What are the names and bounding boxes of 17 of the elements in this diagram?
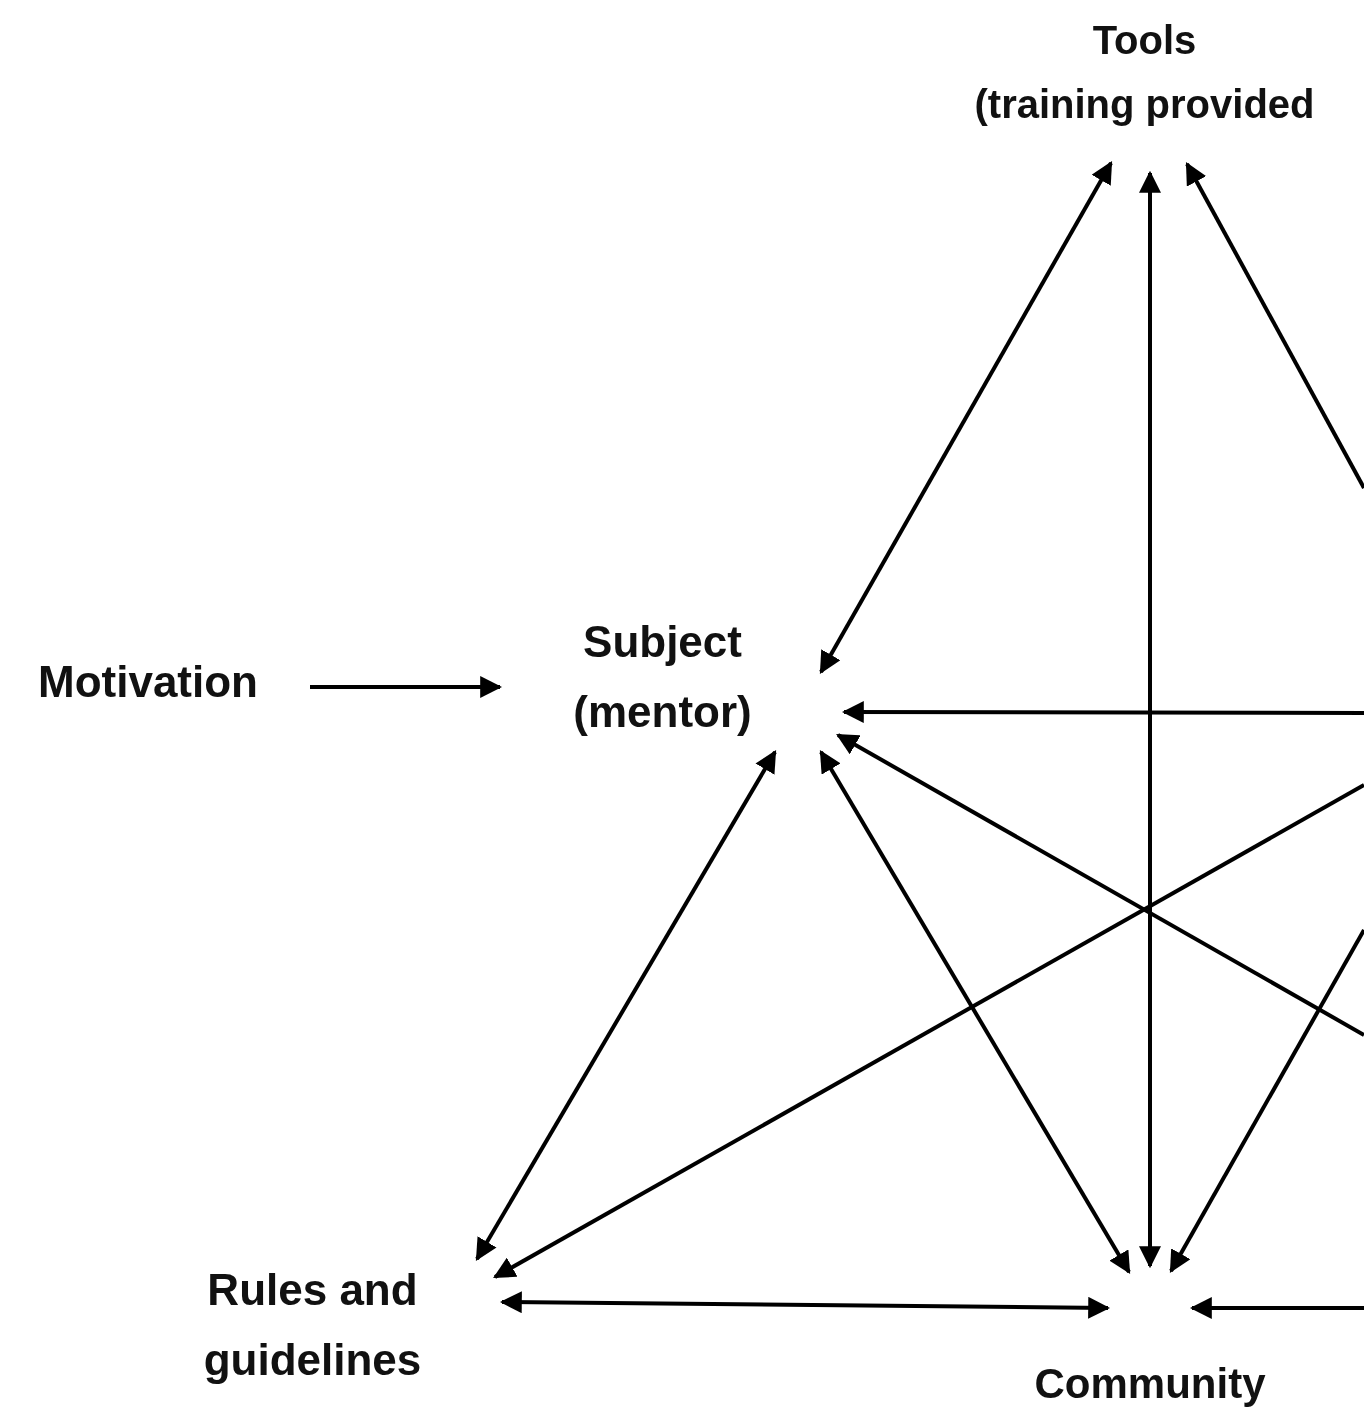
arrow — [819, 161, 1113, 674]
arrow — [1185, 162, 1364, 489]
node-label: Subject (mentor) — [545, 607, 780, 748]
arrow — [836, 733, 1364, 1037]
node-label: Rules and guidelines — [170, 1255, 455, 1396]
arrow — [841, 701, 1364, 724]
arrow — [1139, 170, 1161, 1269]
arrow — [475, 750, 777, 1261]
node-label: Motivation — [8, 647, 288, 718]
arrow — [310, 676, 503, 698]
arrow — [1189, 1297, 1364, 1319]
arrow — [819, 750, 1131, 1274]
node-label: Tools (training provided — [925, 8, 1364, 136]
arrow — [493, 783, 1364, 1279]
arrow — [1169, 929, 1364, 1273]
node-label: Community — [1000, 1350, 1300, 1412]
arrow — [499, 1291, 1111, 1319]
